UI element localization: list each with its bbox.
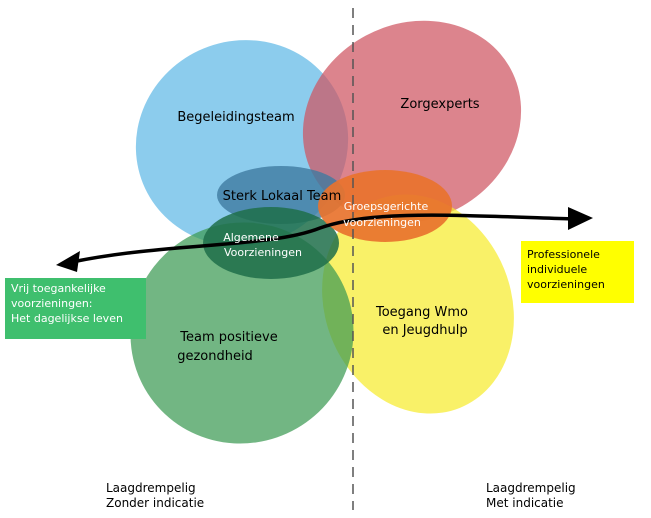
label-positieve-line1: Team positieve	[179, 330, 277, 345]
petal-positieve-gezondheid	[130, 222, 354, 444]
petal-zorgexperts	[302, 20, 522, 224]
box-right-line1: Professionele	[527, 248, 600, 261]
label-positieve-line2: gezondheid	[177, 349, 253, 364]
footer-met-indicatie: Laagdrempelig Met indicatie	[486, 481, 576, 511]
label-begeleidingsteam: Begeleidingsteam	[177, 110, 294, 125]
box-right-line3: voorzieningen	[527, 278, 605, 291]
petal-wmo-jeugdhulp	[322, 194, 514, 414]
box-vrij-toegankelijke-voorzieningen: Vrij toegankelijke voorzieningen: Het da…	[5, 278, 146, 339]
blob-algemene-voorzieningen	[203, 207, 339, 279]
footer-right-line1: Laagdrempelig	[486, 481, 576, 495]
label-algemene-line2: Voorzieningen	[224, 246, 302, 259]
footer-left-line1: Laagdrempelig	[106, 481, 196, 495]
label-wmo-line1: Toegang Wmo	[375, 305, 468, 320]
footer-zonder-indicatie: Laagdrempelig Zonder indicatie	[106, 481, 204, 511]
box-left-line2: voorzieningen:	[11, 297, 93, 310]
label-sterk-lokaal-team: Sterk Lokaal Team	[223, 189, 342, 204]
box-professionele-individuele-voorzieningen: Professionele individuele voorzieningen	[521, 241, 634, 303]
box-left-line3: Het dagelijkse leven	[11, 312, 123, 325]
arrow-head-left-icon	[56, 251, 80, 272]
arrow-head-right-icon	[568, 207, 593, 230]
footer-left-line2: Zonder indicatie	[106, 496, 205, 510]
label-algemene-line1: Algemene	[223, 231, 279, 244]
label-groepsgerichte-line2: voorzieningen	[343, 216, 421, 229]
box-right-line2: individuele	[527, 263, 588, 276]
footer-right-line2: Met indicatie	[486, 496, 564, 510]
box-left-line1: Vrij toegankelijke	[11, 282, 106, 295]
label-zorgexperts: Zorgexperts	[400, 97, 479, 112]
blob-groepsgerichte-voorzieningen	[318, 170, 452, 242]
arrow-curve	[71, 213, 576, 264]
label-groepsgerichte-line1: Groepsgerichte	[344, 200, 429, 213]
label-wmo-line2: en Jeugdhulp	[382, 323, 467, 338]
